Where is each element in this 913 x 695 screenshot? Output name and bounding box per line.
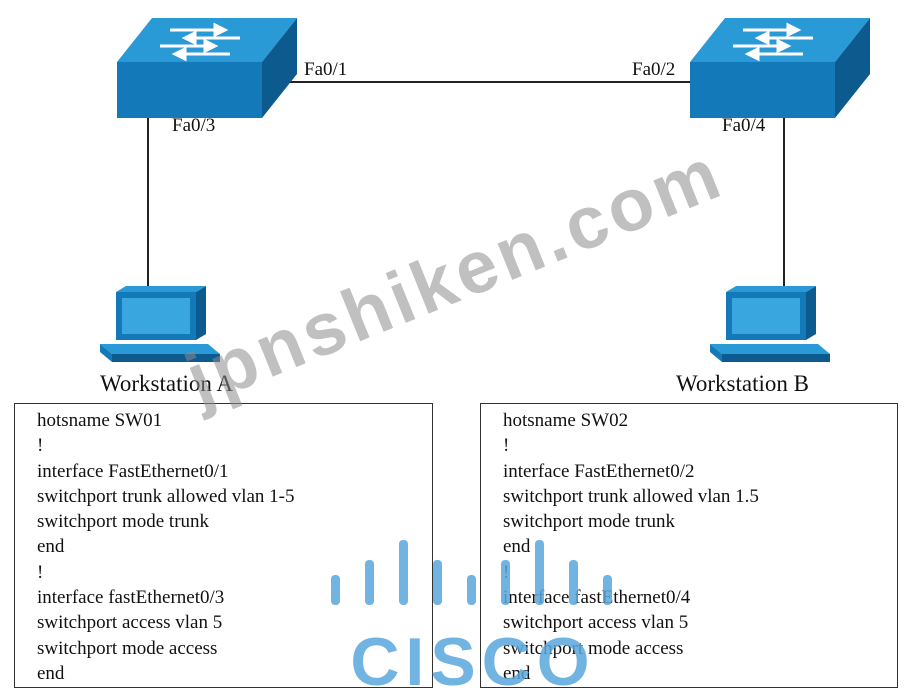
config-line: interface FastEthernet0/1 [37,460,229,482]
switch-icon [117,18,297,118]
workstation-icon [100,286,220,362]
config-line: switchport mode trunk [503,511,676,533]
config-line: end [37,536,65,558]
config-line: interface fastEthernet0/4 [503,587,691,609]
config-line: switchport mode access [37,637,218,659]
config-line: switchport mode access [503,637,684,659]
workstation-icon [710,286,830,362]
config-line: switchport trunk allowed vlan 1-5 [37,485,295,507]
config-line: switchport mode trunk [37,511,210,533]
config-line: interface fastEthernet0/3 [37,587,225,609]
config-line: switchport trunk allowed vlan 1.5 [503,485,759,507]
port-label-fa0-4: Fa0/4 [722,115,766,136]
config-line: end [503,662,531,684]
config-box-sw02: hotsname SW02 ! interface FastEthernet0/… [480,403,898,688]
config-line: end [37,662,65,684]
config-line: hotsname SW01 [37,410,163,431]
config-line: switchport access vlan 5 [503,612,689,634]
workstation-a-label: Workstation A [100,371,233,396]
config-line: ! [503,435,510,457]
port-label-fa0-1: Fa0/1 [304,59,348,80]
switch-icon [690,18,870,118]
port-label-fa0-2: Fa0/2 [632,59,676,80]
config-line: ! [503,561,510,583]
workstation-b-label: Workstation B [676,371,809,396]
config-line: switchport access vlan 5 [37,612,223,634]
config-line: interface FastEthernet0/2 [503,460,695,482]
port-label-fa0-3: Fa0/3 [172,115,216,136]
config-line: ! [37,561,44,583]
config-line: hotsname SW02 [503,410,629,431]
config-line: ! [37,435,44,457]
config-box-sw01: hotsname SW01 ! interface FastEthernet0/… [14,403,433,688]
config-line: end [503,536,531,558]
